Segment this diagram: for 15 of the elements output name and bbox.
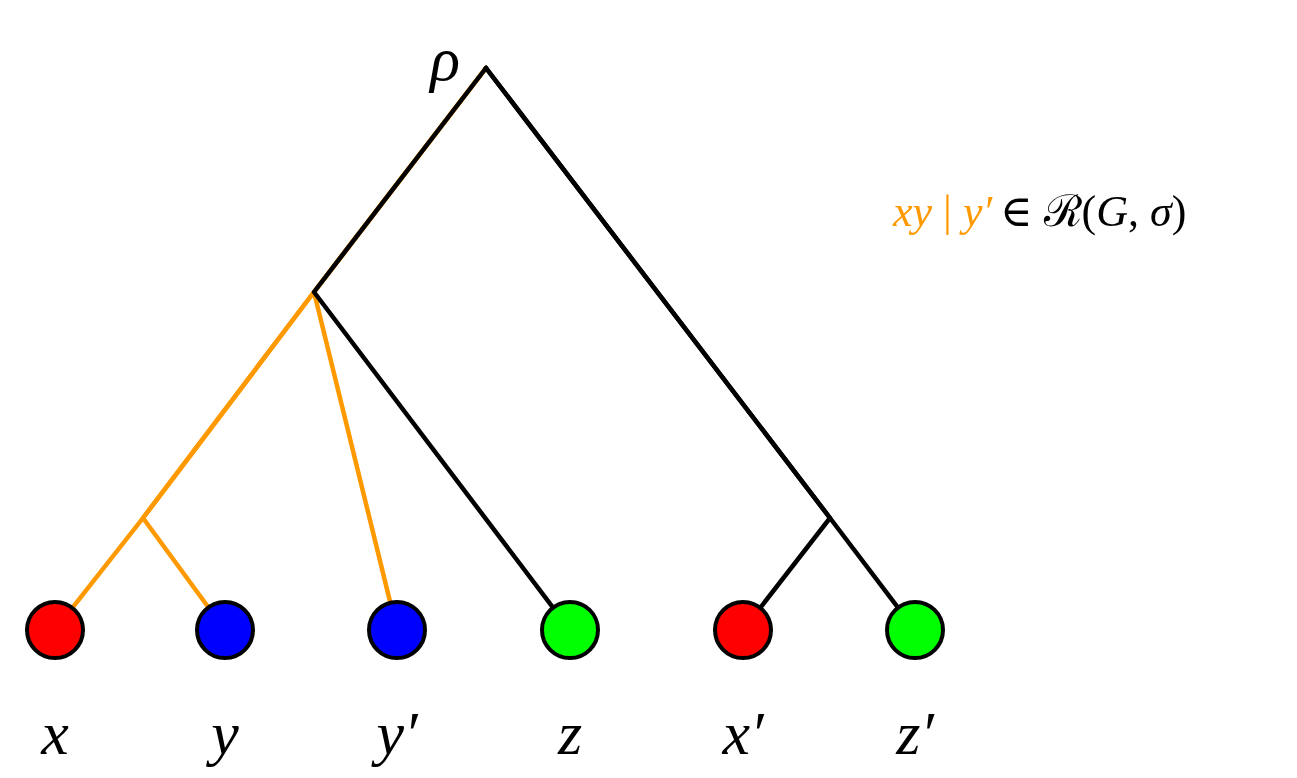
leaf-circle <box>713 600 773 660</box>
leaf-label: z <box>556 702 584 764</box>
leaf-circle <box>540 600 600 660</box>
leaf-circle <box>885 600 945 660</box>
leaf-label: x′ <box>721 702 765 764</box>
leaf-circle <box>195 600 255 660</box>
leaf-label: z′ <box>894 702 936 764</box>
formula-text: ∈ ℛ(G, σ) <box>1000 190 1187 234</box>
leaf-circle <box>25 600 85 660</box>
formula-text: xy | y′ <box>893 190 993 234</box>
leaf-label: x <box>39 702 70 764</box>
leaf-circle <box>367 600 427 660</box>
tree-branch <box>483 65 900 609</box>
tree-branch <box>311 65 555 609</box>
root-label: ρ <box>430 25 460 93</box>
